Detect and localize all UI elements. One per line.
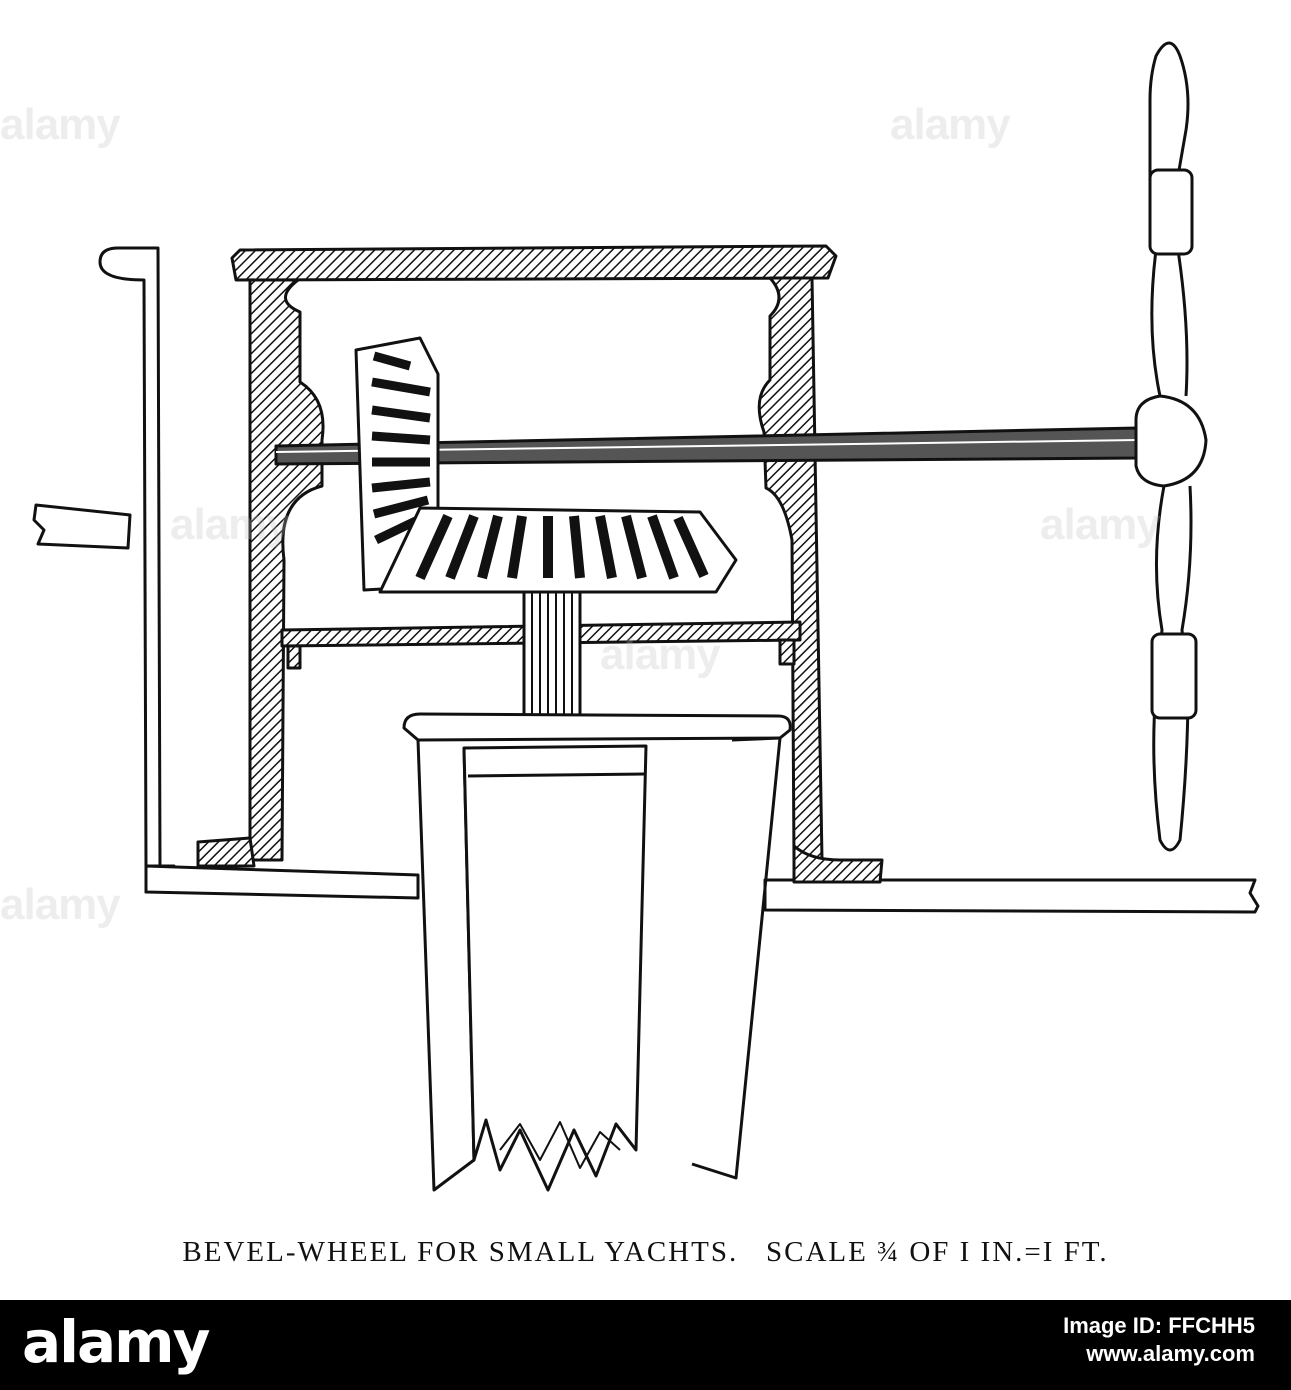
gear-housing bbox=[196, 244, 884, 884]
horizontal-bevel-gear bbox=[378, 506, 738, 594]
caption-fraction: ¾ bbox=[877, 1237, 901, 1268]
caption-scale-value: OF I IN.=I FT. bbox=[909, 1236, 1109, 1268]
stock-footer: alamy Image ID: FFCHH5 www.alamy.com bbox=[0, 1300, 1291, 1390]
bevel-wheel-engraving bbox=[32, 41, 1260, 1192]
image-id: Image ID: FFCHH5 bbox=[1063, 1313, 1255, 1338]
caption-scale-label: SCALE bbox=[765, 1236, 868, 1268]
left-post bbox=[98, 246, 176, 894]
caption-title: BEVEL-WHEEL FOR SMALL YACHTS. bbox=[182, 1236, 739, 1268]
steering-handle bbox=[1134, 41, 1208, 852]
figure-caption: BEVEL-WHEEL FOR SMALL YACHTS. SCALE ¾ OF… bbox=[0, 1236, 1291, 1269]
rudder-spindle bbox=[522, 590, 582, 718]
site-url: www.alamy.com bbox=[1086, 1341, 1255, 1366]
deck-beam bbox=[144, 864, 1260, 914]
rudder-post bbox=[462, 744, 648, 1192]
alamy-logo: alamy bbox=[22, 1308, 210, 1376]
image-info: Image ID: FFCHH5 www.alamy.com bbox=[1063, 1312, 1255, 1368]
left-broken-beam bbox=[32, 503, 132, 550]
